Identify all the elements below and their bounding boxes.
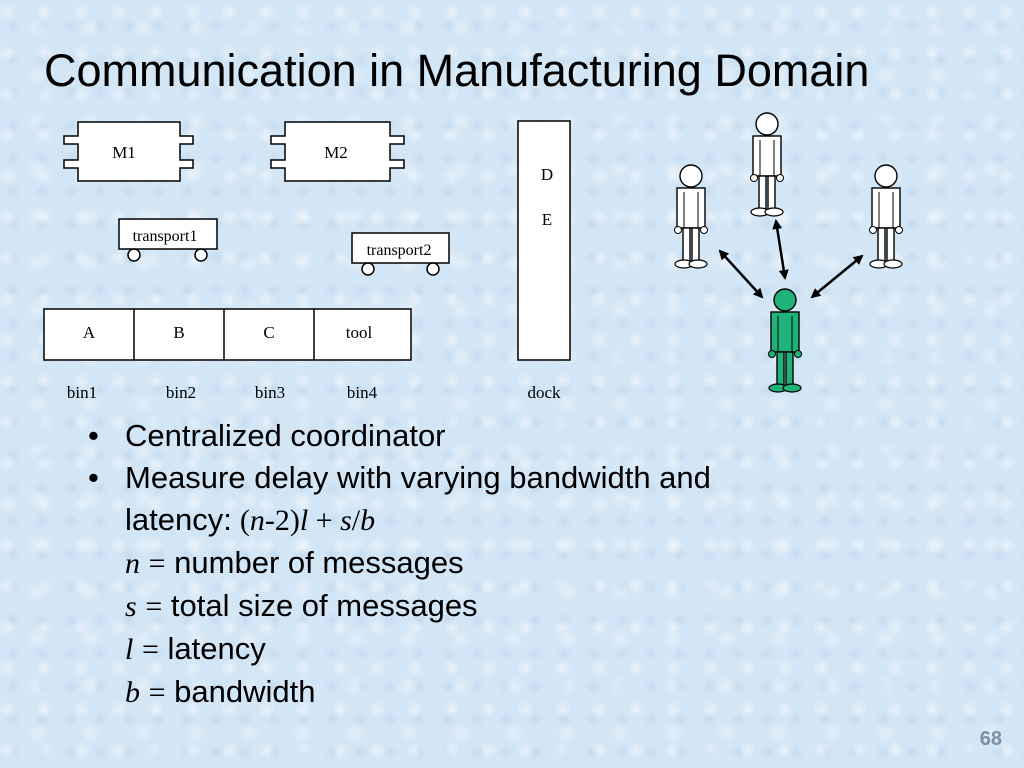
bin2-label: bin2 (166, 383, 196, 402)
dock-letter-d: D (541, 165, 553, 184)
bullet-text: Measure delay with varying bandwidth and (125, 460, 711, 495)
bin4-content: tool (346, 323, 373, 342)
bullet-measure-delay: Measure delay with varying bandwidth and… (88, 457, 711, 714)
machine-m1-label: M1 (112, 143, 136, 162)
bin3-content: C (263, 323, 274, 342)
bin1-content: A (83, 323, 96, 342)
bullet-centralized-coordinator: Centralized coordinator (88, 415, 711, 457)
bin4-label: bin4 (347, 383, 378, 402)
agent-left-icon (674, 164, 708, 269)
arrow-coordinator-left (718, 249, 764, 299)
transport1-label: transport1 (133, 228, 198, 245)
delay-formula: (n-2)l + s/b (239, 504, 376, 537)
agent-right-icon (869, 164, 903, 269)
dock-label: dock (527, 383, 561, 402)
transport2-label: transport2 (367, 242, 432, 259)
bin3-label: bin3 (255, 383, 285, 402)
bullet-list: Centralized coordinator Measure delay wi… (88, 415, 711, 714)
machine-m2: M2 (270, 121, 405, 182)
bullet-text: Centralized coordinator (125, 418, 446, 453)
arrow-coordinator-top (772, 219, 789, 280)
machine-m2-label: M2 (324, 143, 348, 162)
page-number: 68 (979, 728, 1002, 750)
machine-m1: M1 (63, 121, 194, 182)
bin2-content: B (173, 323, 184, 342)
bins-row: A B C tool (43, 308, 412, 361)
dock-letter-e: E (542, 210, 552, 229)
agent-top-icon (750, 112, 784, 217)
slide-title: Communication in Manufacturing Domain (44, 45, 870, 96)
definition-b: b = bandwidth (125, 674, 316, 709)
arrow-coordinator-right (810, 254, 864, 299)
definition-l: l = latency (125, 631, 266, 666)
bin1-label: bin1 (67, 383, 97, 402)
transport1-cart: transport1 (118, 218, 218, 262)
wheel-icon (127, 248, 141, 262)
latency-formula-line: latency:(n-2)l + s/b (125, 499, 711, 542)
definition-s: s = total size of messages (125, 588, 478, 623)
wheel-icon (361, 262, 375, 276)
wheel-icon (194, 248, 208, 262)
definition-n: n = number of messages (125, 545, 464, 580)
latency-prefix: latency: (125, 502, 232, 537)
wheel-icon (426, 262, 440, 276)
transport2-cart: transport2 (351, 232, 450, 276)
coordinator-icon (768, 288, 802, 393)
dock: D E (517, 120, 571, 361)
